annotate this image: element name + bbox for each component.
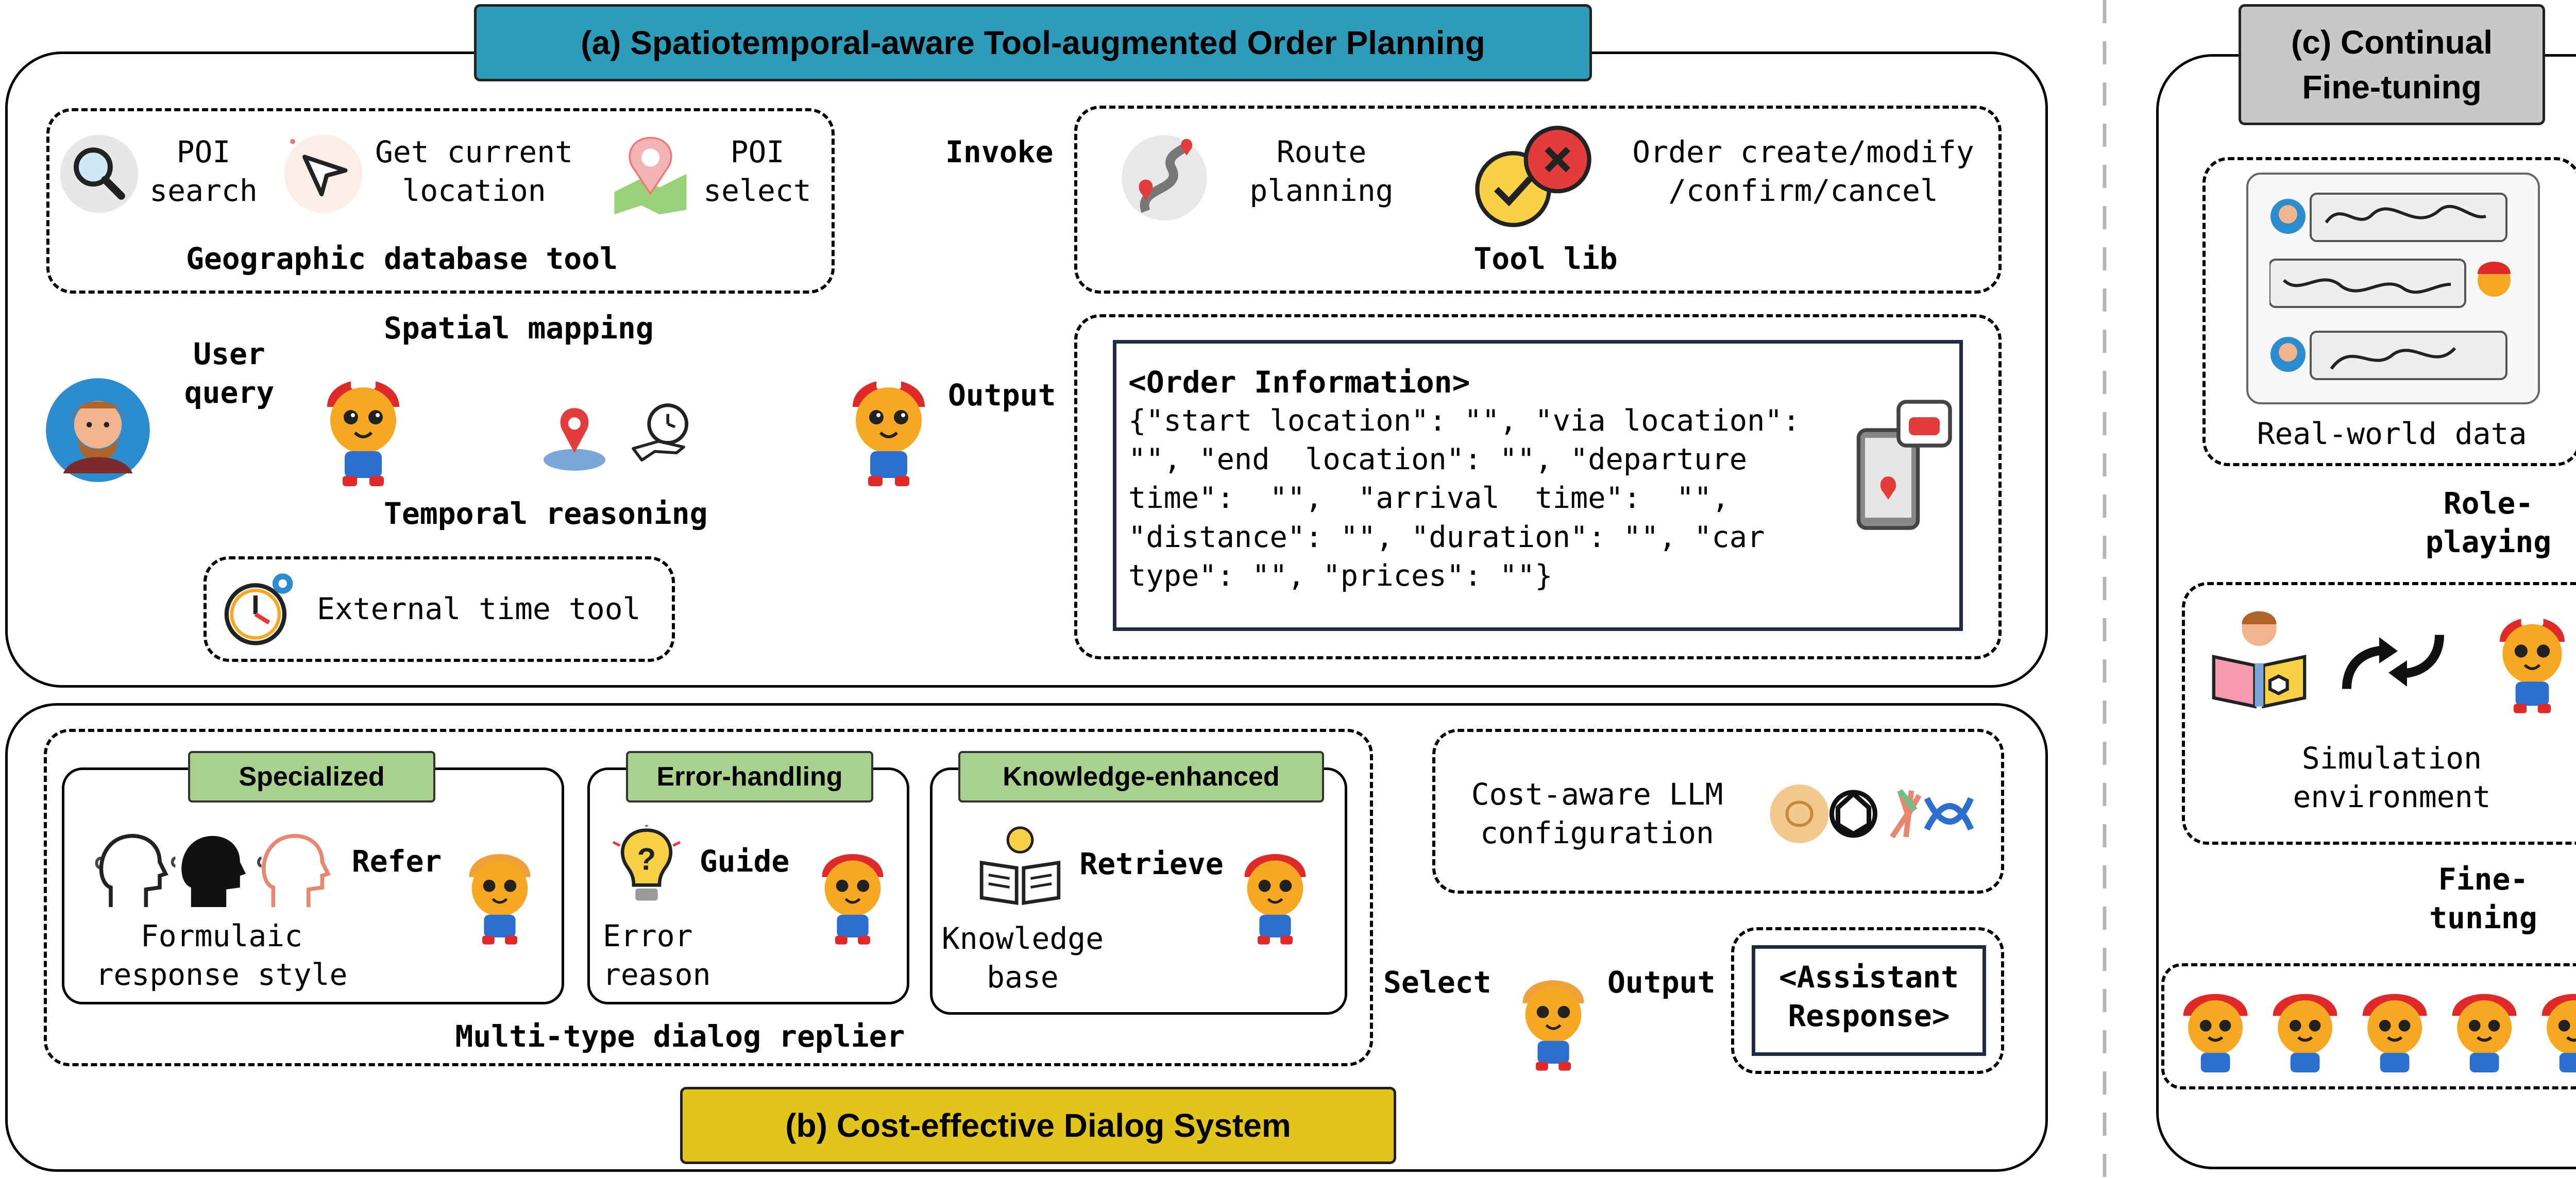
didi-agent-robot — [312, 361, 415, 491]
refer-label: Refer — [351, 844, 442, 879]
llm-config-label: Cost-aware LLM configuration — [1471, 777, 1723, 851]
error-handling-tag: Error-handling — [626, 751, 873, 803]
didi-agent-robot-error — [809, 837, 896, 950]
book-bulb-icon — [976, 824, 1064, 909]
didi-agent-robot-sim — [2486, 600, 2576, 718]
real-world-box — [2202, 157, 2576, 466]
get-location-label: Get current location — [375, 134, 573, 209]
poi-search-label: POI search — [149, 134, 258, 209]
time-tool-label: External time tool — [317, 591, 641, 626]
phone-taxi-icon — [1852, 399, 1955, 535]
user-avatar-icon — [44, 376, 152, 486]
llm-logos-icon — [1767, 775, 1978, 855]
tool-lib-caption: Tool lib — [1473, 241, 1618, 276]
spatial-mapping-label: Spatial mapping — [384, 311, 654, 346]
person-reading-icon — [2205, 603, 2313, 713]
exchange-arrows-icon — [2331, 623, 2455, 703]
tool-lib-box — [1074, 106, 2002, 294]
user-query-label: User query — [184, 336, 275, 411]
chat-log-icon — [2268, 185, 2522, 394]
order-info-outer — [1074, 314, 2002, 659]
real-world-label: Real-world data — [2257, 416, 2527, 451]
poi-select-label: POI select — [703, 134, 811, 209]
fine-tuning-label: Fine- tuning — [2429, 862, 2537, 936]
assistant-outer — [1731, 927, 2004, 1074]
llm-config-box — [1432, 729, 2004, 894]
didi-agent-robot-planner — [837, 361, 940, 491]
role-playing-label: Role- playing — [2425, 486, 2552, 560]
replier-box — [44, 729, 1373, 1066]
geo-tool-caption: Geographic database tool — [185, 241, 618, 276]
knowledge-tag: Knowledge-enhanced — [958, 751, 1324, 803]
search-icon — [57, 131, 142, 218]
simulation-box — [2182, 582, 2576, 845]
specialized-tag: Specialized — [188, 751, 435, 803]
geo-tool-box — [46, 108, 835, 294]
didi-agent-robot-dialog — [1510, 963, 1597, 1076]
robot-team-icon — [2172, 979, 2576, 1079]
output-label-b: Output — [1607, 965, 1716, 1000]
retrieve-label: Retrieve — [1079, 846, 1224, 881]
location-arrow-icon — [281, 131, 366, 218]
order-info-heading: <Order Information> — [1128, 365, 1470, 400]
route-planning-label: Route planning — [1249, 134, 1394, 209]
knowledge-base-label: Knowledge base — [941, 921, 1104, 995]
panel-a-title: (a) Spatiotemporal-aware Tool-augmented … — [474, 4, 1592, 81]
guide-label: Guide — [699, 844, 790, 879]
temporal-reasoning-label: Temporal reasoning — [384, 496, 708, 531]
check-cross-icon — [1471, 124, 1595, 231]
map-location-icon — [536, 402, 613, 476]
order-info-box — [1113, 340, 1963, 631]
question-bulb-icon: ? — [608, 824, 685, 914]
formulaic-style-label: Formulaic response style — [95, 918, 348, 993]
simulation-label: Simulation environment — [2293, 741, 2491, 815]
map-pin-icon — [605, 129, 696, 221]
finetuned-models-box — [2161, 963, 2576, 1089]
clock-gear-icon — [216, 567, 301, 654]
assistant-box — [1752, 945, 1986, 1056]
didi-agent-robot-knowledge — [1231, 837, 1319, 950]
error-reason-label: Error reason — [603, 918, 711, 993]
replier-caption: Multi-type dialog replier — [455, 1019, 905, 1054]
select-label: Select — [1383, 965, 1492, 1000]
assistant-response-label: <Assistant Response> — [1778, 960, 1959, 1034]
svg-text:?: ? — [637, 842, 656, 876]
route-icon — [1118, 131, 1211, 224]
panel-b-title: (b) Cost-effective Dialog System — [680, 1087, 1396, 1164]
order-ops-label: Order create/modify /confirm/cancel — [1632, 134, 1974, 209]
order-info-body: {"start location": "", "via location": "… — [1128, 404, 1801, 593]
didi-agent-robot-specialized — [456, 837, 544, 950]
clock-plane-icon — [626, 397, 698, 471]
voice-heads-icon — [80, 819, 337, 919]
time-tool-box — [204, 556, 675, 662]
panel-c-title: (c) Continual Fine-tuning — [2239, 4, 2545, 125]
output-label-a: Output — [948, 378, 1056, 413]
invoke-label: Invoke — [945, 134, 1054, 169]
